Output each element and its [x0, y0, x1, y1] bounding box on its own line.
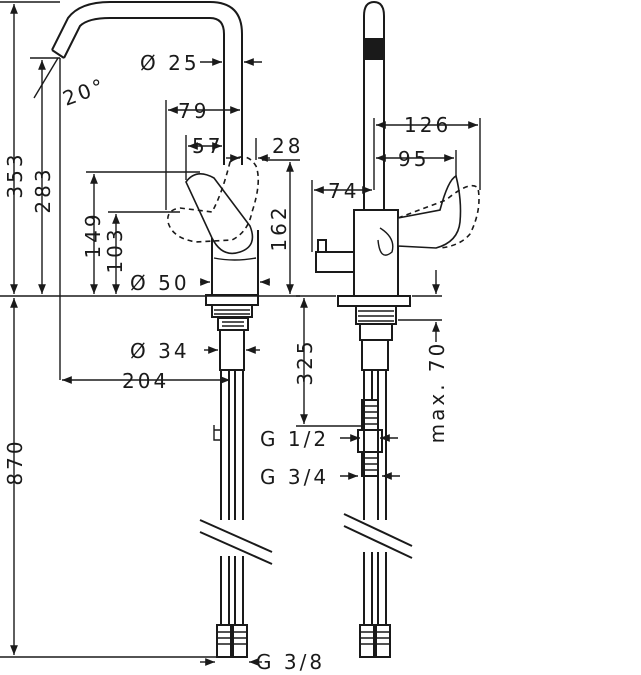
- label-283: 283: [31, 166, 55, 213]
- label-204: 204: [122, 369, 169, 393]
- label-diameter-25: Ø 25: [140, 51, 200, 75]
- label-126: 126: [404, 113, 451, 137]
- label-g-3-8: G 3/8: [256, 650, 325, 674]
- label-g-3-4: G 3/4: [260, 465, 329, 489]
- label-20-degrees: 20°: [60, 73, 110, 111]
- label-74: 74: [328, 179, 359, 203]
- label-325: 325: [293, 338, 317, 385]
- label-95: 95: [398, 147, 429, 171]
- label-79: 79: [178, 99, 209, 123]
- label-149: 149: [81, 211, 105, 258]
- left-faucet-body: [51, 1, 273, 658]
- label-103: 103: [103, 226, 127, 273]
- label-g-1-2: G 1/2: [260, 427, 329, 451]
- right-dimensions: [296, 118, 481, 480]
- label-353: 353: [3, 151, 27, 198]
- label-57: 57: [192, 134, 223, 158]
- left-dimensions: [0, 1, 300, 666]
- label-870: 870: [3, 438, 27, 485]
- label-diameter-50: Ø 50: [130, 271, 190, 295]
- right-faucet-body: [315, 0, 480, 658]
- label-28: 28: [272, 134, 303, 158]
- left-labels: 353 283 20° 149 103 79 57 28 Ø 25 162 Ø …: [3, 51, 325, 674]
- label-162: 162: [267, 204, 291, 251]
- label-diameter-34: Ø 34: [130, 339, 190, 363]
- right-labels: 126 95 74 325 max. 70 G 1/2 G 3/4: [260, 113, 451, 489]
- label-max-70: max. 70: [425, 341, 449, 444]
